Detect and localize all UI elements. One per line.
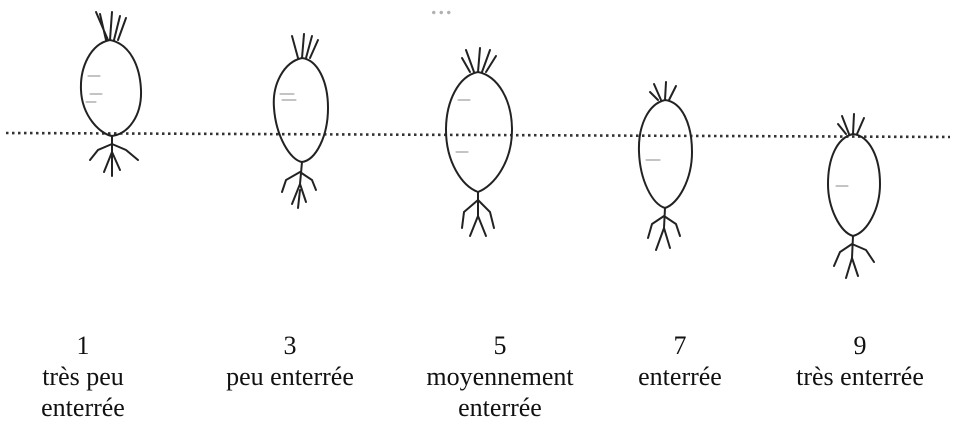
scale-item-7: 7 enterrée [615,330,745,392]
score-description-line: enterrée [41,393,125,422]
root-5 [444,47,514,237]
score-value: 3 [283,331,297,360]
root-1 [79,11,143,177]
score-value: 1 [76,331,90,360]
root-burial-illustration: ... [5,0,951,279]
scale-item-1: 1 très peu enterrée [18,330,148,423]
score-value: 7 [673,331,687,360]
score-description-line: enterrée [458,393,542,422]
score-description-line: moyennement [426,362,574,391]
scale-item-3: 3 peu enterrée [200,330,380,392]
score-description-line: peu enterrée [226,362,354,391]
ground-line [5,131,951,139]
score-description-line: très peu [42,362,124,391]
root-7 [637,81,694,251]
root-9 [826,113,882,279]
score-description-line: enterrée [638,362,722,391]
score-description-line: très enterrée [796,362,924,391]
score-value: 9 [853,331,867,360]
score-value: 5 [493,331,507,360]
header-fragment: ... [430,0,453,21]
scale-item-9: 9 très enterrée [770,330,950,392]
scale-item-5: 5 moyennement enterrée [400,330,600,423]
root-3 [272,33,330,209]
